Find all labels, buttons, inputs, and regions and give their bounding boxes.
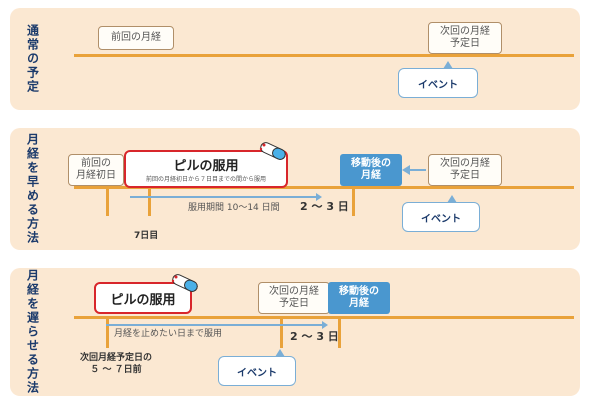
next-period-box: 次回の月経 予定日 (258, 282, 330, 314)
side-label: 通常の予定 (25, 24, 40, 94)
tick-day7 (148, 186, 151, 216)
period-label: 服用期間 10～14 日間 (188, 203, 280, 213)
tick-prev (106, 186, 109, 216)
panel-normal: 通常の予定 前回の月経 次回の月経 予定日 イベント (10, 8, 580, 110)
timeline (74, 316, 574, 319)
pill-title: ピルの服用 (110, 292, 176, 308)
tick-moved (338, 316, 341, 348)
gap-label: 2 ～ 3 日 (300, 200, 349, 213)
next-period-box: 次回の月経 予定日 (428, 154, 502, 186)
pill-box: ピルの服用 (94, 282, 192, 314)
timeline (74, 54, 574, 57)
side-label: 月経を遅らせる方法 (25, 269, 40, 395)
pill-title: ピルの服用 (173, 159, 239, 174)
prev-period-first-day-box: 前回の 月経初日 (68, 154, 124, 186)
dosing-arrow (106, 321, 328, 329)
day7-label: 7日目 (134, 231, 159, 241)
side-label: 月経を早める方法 (25, 133, 40, 245)
tick-next (280, 316, 283, 348)
event-callout: イベント (218, 349, 296, 386)
dosing-arrow (130, 193, 322, 201)
period-label: 月経を止めたい日まで服用 (114, 329, 223, 339)
panel-advance: 月経を早める方法 前回の 月経初日 ピルの服用 前回の月経初日から７日目までの間… (10, 128, 580, 250)
pill-subtitle: 前回の月経初日から７日目までの間から服用 (145, 176, 266, 183)
pill-icon (259, 142, 286, 160)
next-period-box: 次回の月経 予定日 (428, 22, 502, 54)
shift-arrow-icon (402, 165, 426, 175)
timeline (74, 186, 574, 189)
gap-label: 2 ～ 3 日 (290, 330, 339, 343)
event-callout: イベント (398, 61, 478, 98)
tick-start (106, 316, 109, 348)
pill-box: ピルの服用 前回の月経初日から７日目までの間から服用 (124, 150, 288, 188)
moved-period-box: 移動後の 月経 (340, 154, 402, 186)
event-callout: イベント (402, 195, 480, 232)
pill-icon (171, 274, 198, 292)
panel-delay: 月経を遅らせる方法 ピルの服用 次回の月経 予定日 移動後の 月経 月経を止めた… (10, 268, 580, 396)
callout-tail (275, 349, 285, 357)
tick-moved (352, 186, 355, 216)
before-label: 次回月経予定日の ５ ～ ７日前 (80, 353, 153, 376)
prev-period-box: 前回の月経 (98, 26, 174, 50)
callout-tail (443, 61, 453, 69)
callout-tail (447, 195, 457, 203)
moved-period-box: 移動後の 月経 (328, 282, 390, 314)
